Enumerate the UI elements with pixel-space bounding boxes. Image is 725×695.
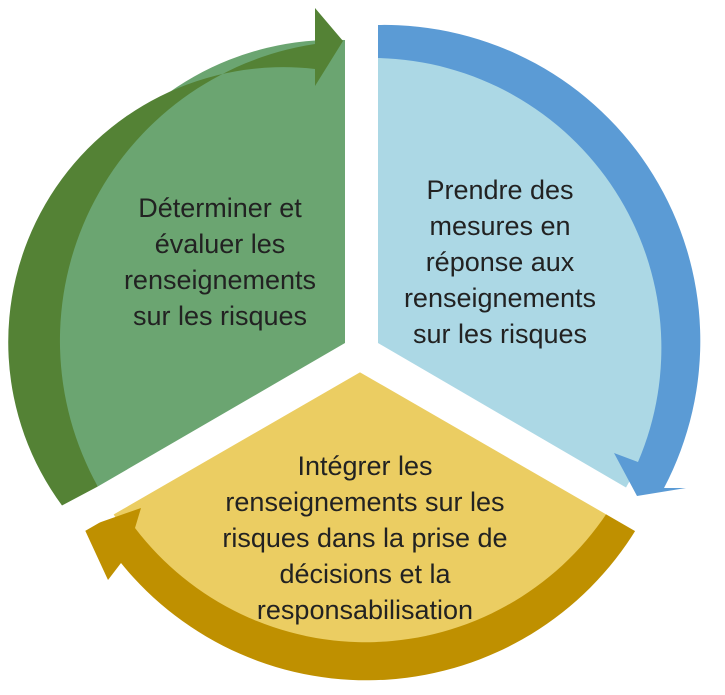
segment-integrate-label: Intégrer les renseignements sur les risq… (222, 451, 508, 625)
separator-left (47, 342, 368, 544)
segment-respond-label: Prendre des mesures en réponse aux rense… (403, 175, 597, 349)
segment-assess-label: Déterminer et évaluer les renseignements… (123, 193, 317, 331)
arrow-respond (378, 24, 701, 496)
segment-respond-fill (378, 56, 666, 488)
arrow-assess (8, 8, 344, 506)
separator-right (352, 342, 673, 544)
arrow-integrate (84, 508, 637, 681)
